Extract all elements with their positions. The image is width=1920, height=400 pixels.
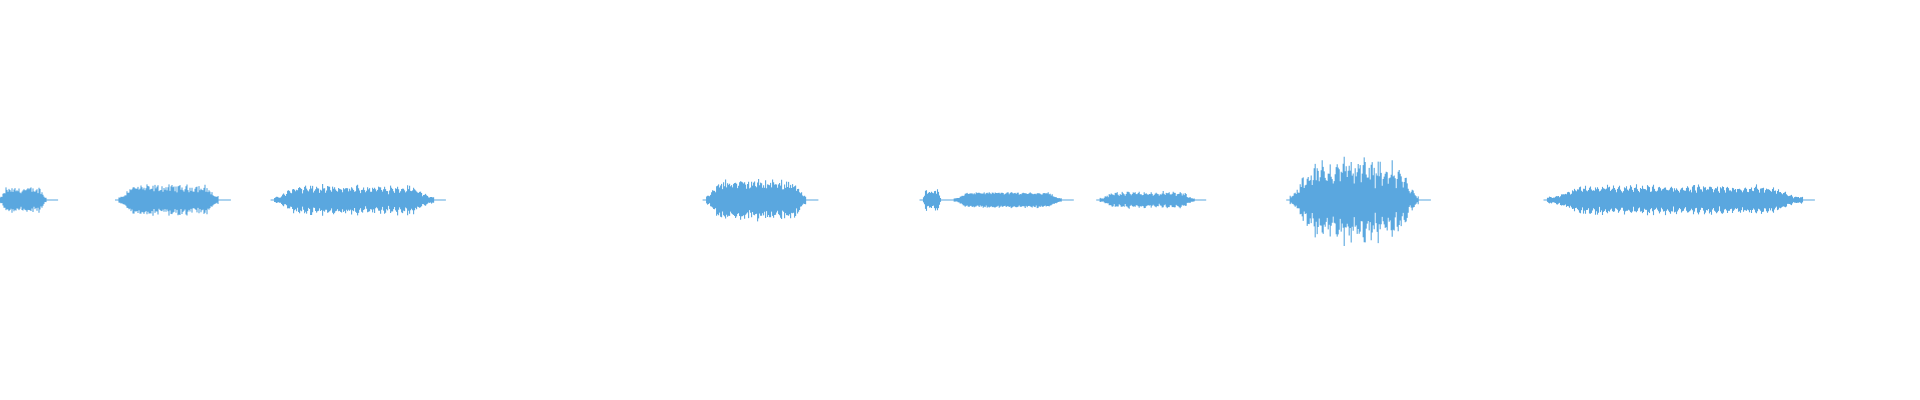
audio-clip-7[interactable] xyxy=(1096,191,1207,209)
audio-clip-5[interactable] xyxy=(919,189,953,211)
clip-waveform xyxy=(0,187,47,213)
audio-clip-9[interactable] xyxy=(1543,184,1815,216)
clip-waveform xyxy=(1099,191,1195,209)
clip-waveform xyxy=(118,184,219,216)
clip-waveform xyxy=(1546,184,1804,216)
audio-clip-6[interactable] xyxy=(950,192,1074,209)
audio-clip-4[interactable] xyxy=(702,179,819,222)
audio-clip-2[interactable] xyxy=(115,184,231,216)
audio-clip-1[interactable] xyxy=(0,187,59,213)
audio-clip-3[interactable] xyxy=(270,184,446,216)
clip-waveform xyxy=(922,189,942,211)
clip-waveform xyxy=(274,184,435,216)
clip-waveform xyxy=(953,192,1062,209)
clip-waveform xyxy=(1289,156,1419,246)
clip-waveform xyxy=(706,179,807,222)
audio-clip-8[interactable] xyxy=(1286,156,1431,246)
